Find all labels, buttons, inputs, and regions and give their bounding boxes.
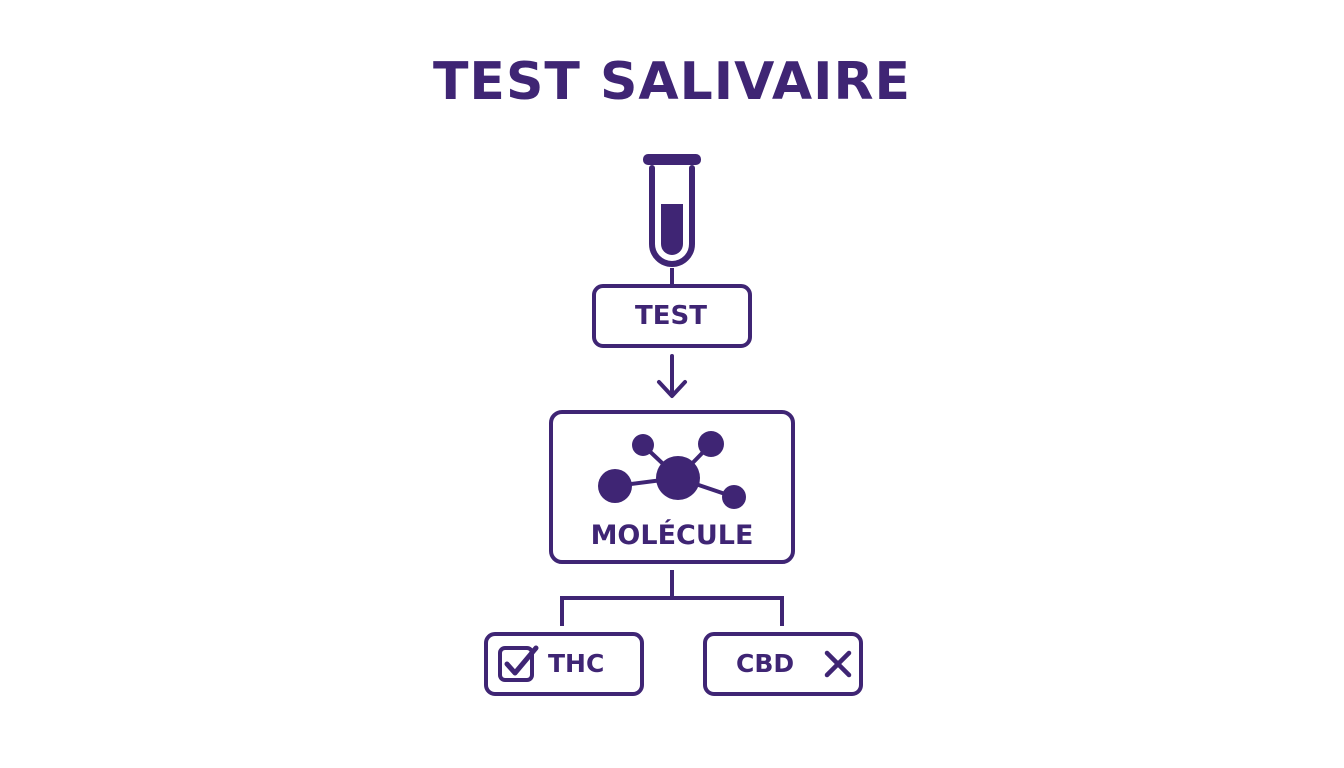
molecule-node-label: MOLÉCULE <box>590 520 754 551</box>
test-node-box <box>592 284 752 348</box>
branch-connector <box>560 570 784 626</box>
x-mark-icon <box>824 650 852 678</box>
diagram-title: TEST SALIVAIRE <box>432 52 912 112</box>
cbd-node-label: CBD <box>736 649 795 678</box>
test-node-label: TEST <box>635 301 707 331</box>
checkbox-checked-icon <box>498 645 539 682</box>
thc-node-label: THC <box>548 649 605 678</box>
test-tube-icon <box>643 154 701 267</box>
cbd-node-box <box>703 632 863 696</box>
arrow-down-icon <box>657 354 687 398</box>
molecule-icon <box>598 431 746 509</box>
